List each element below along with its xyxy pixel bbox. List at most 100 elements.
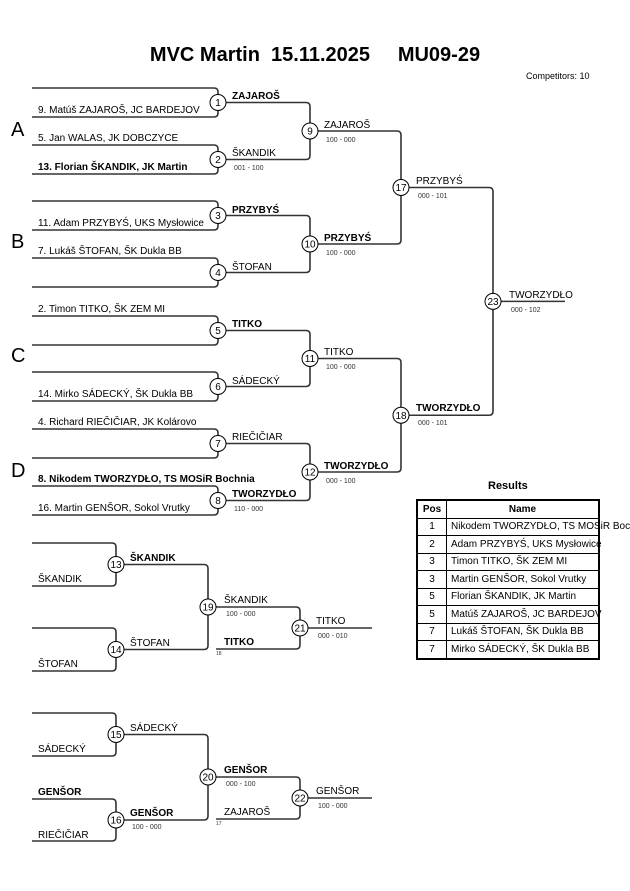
semifinal-bracket-17 (310, 130, 402, 245)
match-number: 21 (294, 624, 306, 635)
match-circle (484, 292, 502, 310)
match-number: 13 (110, 560, 122, 571)
winner-label: TWORZYDŁO (232, 489, 297, 500)
result-name: Lukáš ŠTOFAN, ŠK Dukla BB (446, 622, 600, 641)
match-number: 17 (395, 183, 407, 194)
group-label-c: C (11, 345, 26, 367)
repechage-entry: TITKO (224, 637, 254, 648)
match-circle (209, 378, 227, 395)
match-number: 19 (202, 603, 214, 614)
group-label-b: B (11, 231, 25, 253)
match-number: 12 (304, 468, 316, 479)
match-number: 11 (305, 354, 316, 365)
winner-label: GENŠOR (130, 806, 174, 819)
results-header-row: Pos Name (416, 499, 600, 519)
match-number: 18 (395, 411, 407, 422)
winner-label: TWORZYDŁO (324, 461, 389, 472)
match-number: 16 (110, 816, 122, 827)
match-circle (301, 122, 319, 140)
header-pos: Pos (416, 499, 447, 519)
competitor-entry: 2. Timon TITKO, ŠK ZEM MI (38, 302, 165, 315)
match-circle (209, 492, 227, 509)
match-score: 100 - 000 (326, 137, 356, 144)
match-score: 000 - 100 (226, 781, 256, 788)
result-pos: 5 (416, 605, 447, 624)
winner-label: SÁDECKÝ (130, 721, 178, 734)
event-date: 15.11.2025 (271, 44, 371, 66)
competitor-entry: 9. Matúš ZAJAROŠ, JC BARDEJOV (38, 103, 200, 116)
category: MU09-29 (397, 44, 481, 66)
match-number: 20 (202, 773, 214, 784)
repechage-entry: RIEČIČIAR (38, 828, 89, 841)
result-pos: 2 (416, 535, 447, 554)
result-pos: 7 (416, 640, 447, 659)
competitor-entry: 14. Mirko SÁDECKÝ, ŠK Dukla BB (38, 387, 193, 400)
match-score: 100 - 000 (326, 364, 356, 371)
group-label-a: A (11, 119, 25, 141)
match-score: 001 - 100 (234, 165, 264, 172)
match-circle (291, 789, 309, 807)
winner-label: TITKO (316, 616, 346, 627)
final-bracket-23 (401, 186, 494, 417)
match-circle (209, 322, 227, 339)
match-circle (199, 768, 217, 786)
round1-bracket-5 (32, 315, 219, 346)
source-match-ref: 18 (216, 651, 222, 657)
match-number: 9 (307, 127, 313, 138)
winner-label: ŠKANDIK (130, 551, 176, 564)
match-circle (301, 235, 319, 253)
match-score: 100 - 000 (326, 250, 356, 257)
competitor-entry: 4. Richard RIEČIČIAR, JK Kolárovo (38, 415, 197, 428)
match-circle (107, 641, 125, 658)
match-score: 110 - 000 (234, 506, 263, 513)
match-score: 100 - 000 (132, 824, 162, 831)
match-circle (301, 463, 319, 481)
competitor-entry: 5. Jan WALAS, JK DOBCZYCE (38, 133, 179, 144)
result-pos: 3 (416, 570, 447, 589)
match-number: 7 (215, 439, 221, 450)
match-circle (107, 726, 125, 743)
match-circle (392, 179, 410, 196)
result-name: Florian ŠKANDIK, JK Martin (446, 587, 600, 606)
result-name: Martin GENŠOR, Sokol Vrutky (446, 570, 600, 589)
result-pos: 5 (416, 587, 447, 606)
source-match-ref: 17 (216, 821, 222, 827)
event-name: MVC Martin (149, 44, 260, 66)
competitor-entry: 11. Adam PRZYBYŚ, UKS Mysłowice (38, 216, 204, 229)
winner-label: ZAJAROŠ (232, 89, 280, 102)
competitor-entry: 7. Lukáš ŠTOFAN, ŠK Dukla BB (38, 244, 182, 257)
match-number: 15 (110, 730, 122, 741)
match-number: 3 (215, 211, 221, 222)
winner-label: ŠKANDIK (232, 146, 276, 159)
match-circle (209, 435, 227, 452)
match-score: 000 - 010 (318, 633, 348, 640)
winner-label: ŠTOFAN (232, 260, 272, 273)
match-score: 000 - 102 (511, 307, 541, 314)
result-name: Mirko SÁDECKÝ, ŠK Dukla BB (446, 640, 600, 659)
winner-label: ŠKANDIK (224, 593, 268, 606)
match-circle (107, 556, 125, 573)
match-number: 10 (304, 240, 316, 251)
competitor-entry: 13. Florian ŠKANDIK, JK Martin (38, 160, 187, 173)
match-score: 000 - 101 (418, 193, 448, 200)
header-name: Name (446, 499, 600, 519)
competitor-entry: 8. Nikodem TWORZYDŁO, TS MOSiR Bochnia (38, 474, 255, 485)
match-number: 22 (294, 794, 306, 805)
winner-label: GENŠOR (224, 763, 268, 776)
winner-label: TWORZYDŁO (509, 290, 573, 301)
winner-label: ŠTOFAN (130, 636, 170, 649)
result-pos: 1 (416, 517, 447, 536)
match-circle (392, 406, 410, 424)
winner-label: TITKO (232, 319, 262, 330)
match-number: 2 (215, 155, 221, 166)
winner-label: PRZYBYŚ (416, 174, 463, 187)
winner-label: ZAJAROŠ (324, 118, 370, 131)
repechage-bracket-19 (116, 563, 209, 651)
